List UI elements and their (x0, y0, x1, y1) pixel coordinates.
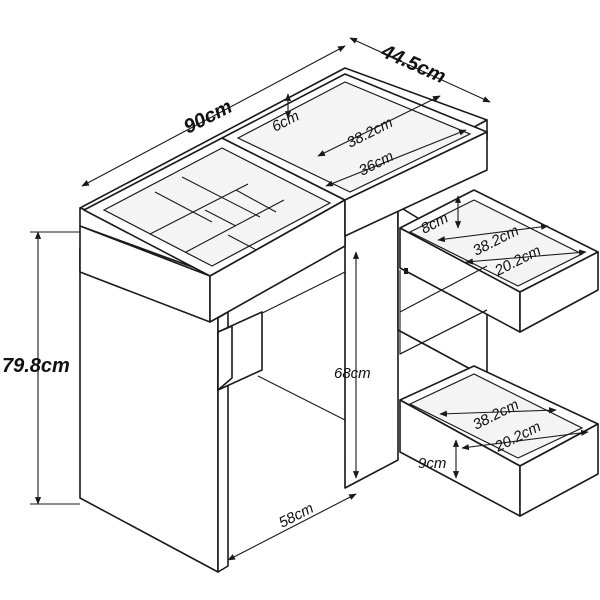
small-pullout (217, 311, 263, 391)
lower-drawer-height-label: 9cm (418, 455, 446, 472)
height-total-label: 79.8cm (2, 355, 70, 377)
middle-drawers (399, 265, 488, 355)
knee-width-label: 58cm (276, 500, 316, 532)
leg-height-label: 68cm (334, 365, 371, 382)
depth-total-label: 44.5cm (377, 40, 449, 88)
dimension-lines (30, 37, 589, 561)
